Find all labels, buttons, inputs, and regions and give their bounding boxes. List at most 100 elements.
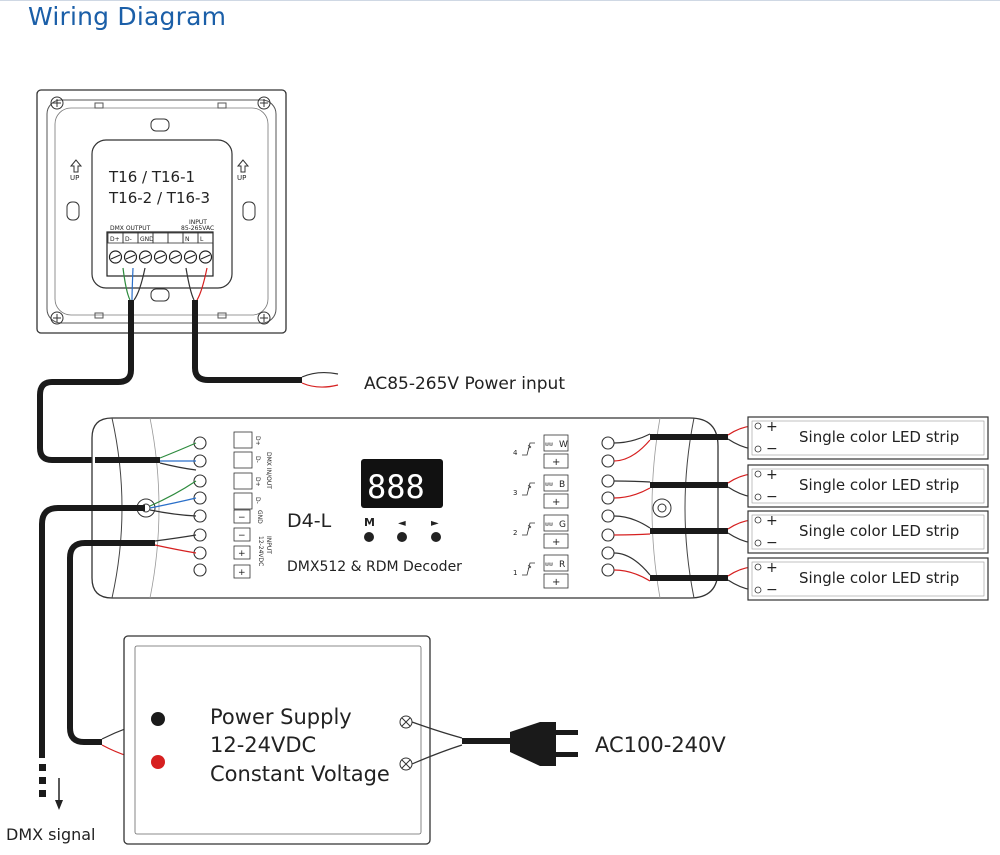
output-terminal bbox=[601, 528, 615, 542]
ac-input-label: AC85-265V Power input bbox=[364, 374, 565, 394]
input-label: INPUT bbox=[189, 219, 207, 226]
dec-input-range-label: 12-24VDC bbox=[257, 536, 264, 566]
up-arrow-icon: UP bbox=[69, 159, 83, 182]
panel-terminal-label: D- bbox=[125, 236, 132, 243]
power-supply: Power Supply 12-24VDC Constant Voltage bbox=[123, 635, 431, 845]
led-strip-minus: − bbox=[766, 489, 778, 505]
screw-icon bbox=[257, 311, 271, 325]
svg-text:UP: UP bbox=[70, 174, 79, 182]
led-strip-label: Single color LED strip bbox=[799, 522, 959, 540]
dmx-signal-label: DMX signal bbox=[6, 825, 96, 844]
button-m[interactable] bbox=[364, 532, 374, 542]
terminal-screw-icon bbox=[138, 250, 153, 264]
output-channel-wiring bbox=[613, 425, 753, 462]
led-strip-label: Single color LED strip bbox=[799, 569, 959, 587]
button-left-label: ◄ bbox=[398, 518, 406, 529]
display-digits: 888 bbox=[367, 468, 425, 506]
wall-panel: UP UP T16 / T16-1 T16-2 / T16-3 DMX OUTP… bbox=[36, 89, 287, 334]
output-terminal bbox=[601, 474, 615, 488]
dmx-output-label: DMX OUTPUT bbox=[110, 225, 151, 232]
terminal-screw-icon bbox=[183, 250, 198, 264]
button-right-label: ► bbox=[431, 518, 439, 529]
psu-line-3: Constant Voltage bbox=[210, 762, 390, 786]
panel-terminal-label: GND bbox=[140, 236, 154, 243]
svg-text:UP: UP bbox=[237, 174, 246, 182]
dmx-terminal-label: D- bbox=[254, 497, 261, 504]
led-strip-minus: − bbox=[766, 441, 778, 457]
panel-terminal-label: D+ bbox=[110, 236, 120, 243]
segment-display bbox=[361, 459, 443, 508]
power-terminal-label: − bbox=[238, 531, 246, 541]
psu-negative-terminal bbox=[151, 712, 165, 726]
button-m-label: M bbox=[364, 516, 375, 529]
top-rule bbox=[0, 0, 1000, 1]
led-strip: + − Single color LED strip bbox=[747, 464, 989, 508]
dmx-signal-cable bbox=[39, 480, 197, 810]
arrow-down-icon bbox=[55, 778, 63, 810]
input-range-label: 85-265VAC bbox=[181, 225, 214, 232]
output-symbol-icon bbox=[522, 442, 535, 456]
decoder-terminal bbox=[193, 474, 207, 488]
svg-text:WW: WW bbox=[545, 562, 553, 567]
led-strip-plus: + bbox=[766, 419, 778, 435]
output-terminal bbox=[601, 546, 615, 560]
led-strip-plus: + bbox=[766, 560, 778, 576]
led-strip: + − Single color LED strip bbox=[747, 510, 989, 554]
led-strip-label: Single color LED strip bbox=[799, 476, 959, 494]
output-symbol-icon bbox=[522, 562, 535, 576]
channel-letter: W bbox=[559, 440, 568, 450]
panel-power-cable bbox=[185, 267, 339, 388]
channel-plus: + bbox=[552, 457, 560, 468]
channel-number: 2 bbox=[513, 529, 517, 537]
terminal-screw-icon bbox=[108, 250, 123, 264]
svg-text:WW: WW bbox=[545, 522, 553, 527]
panel-terminal-label: L bbox=[200, 236, 204, 243]
decoder-terminal bbox=[193, 563, 207, 577]
psu-positive-terminal bbox=[151, 755, 165, 769]
decoder-d4l: D+ D- D+ D- − − + + DMX IN/OUT GND INPUT 12-24V… bbox=[91, 417, 719, 599]
led-strip-minus: − bbox=[766, 535, 778, 551]
dmx-in-wires bbox=[95, 442, 197, 471]
up-arrow-icon: UP bbox=[236, 159, 250, 182]
output-terminal bbox=[601, 491, 615, 505]
led-strip-minus: − bbox=[766, 582, 778, 598]
dmx-inout-label: DMX IN/OUT bbox=[265, 452, 272, 489]
screw-icon bbox=[50, 311, 64, 325]
dmx-terminal-label: D+ bbox=[254, 436, 261, 446]
dmx-terminal-label: D+ bbox=[254, 477, 261, 487]
svg-text:WW: WW bbox=[545, 442, 553, 447]
output-terminal bbox=[601, 509, 615, 523]
svg-text:WW: WW bbox=[545, 482, 553, 487]
panel-dmx-cable bbox=[37, 267, 146, 463]
output-symbol-icon bbox=[522, 482, 535, 496]
channel-letter: B bbox=[559, 480, 565, 490]
channel-plus: + bbox=[552, 497, 560, 508]
gnd-label: GND bbox=[256, 510, 263, 524]
output-terminal bbox=[601, 436, 615, 450]
terminal-screw-icon bbox=[123, 250, 138, 264]
psu-line-2: 12-24VDC bbox=[210, 733, 316, 757]
led-strip-plus: + bbox=[766, 467, 778, 483]
screw-icon bbox=[257, 96, 271, 110]
power-terminal-label: + bbox=[238, 549, 246, 559]
model-line-2: T16-2 / T16-3 bbox=[108, 189, 210, 207]
ac-plug-label: AC100-240V bbox=[595, 733, 726, 757]
led-strip: + − Single color LED strip bbox=[747, 557, 989, 601]
power-terminal-label: − bbox=[238, 513, 246, 523]
decoder-model: D4-L bbox=[287, 510, 332, 532]
channel-number: 3 bbox=[513, 489, 517, 497]
mount-screw-icon bbox=[652, 498, 672, 518]
channel-number: 1 bbox=[513, 569, 517, 577]
button-down[interactable] bbox=[397, 532, 407, 542]
led-strip-plus: + bbox=[766, 513, 778, 529]
screw-icon bbox=[50, 96, 64, 110]
power-terminal-label: + bbox=[238, 568, 246, 578]
panel-terminal-label: N bbox=[185, 236, 190, 243]
button-up[interactable] bbox=[431, 532, 441, 542]
output-terminal bbox=[601, 563, 615, 577]
dec-input-label: INPUT bbox=[265, 536, 272, 554]
channel-plus: + bbox=[552, 577, 560, 588]
dmx-terminal-label: D- bbox=[254, 456, 261, 463]
ac-plug bbox=[411, 721, 578, 766]
page-title: Wiring Diagram bbox=[28, 2, 227, 31]
